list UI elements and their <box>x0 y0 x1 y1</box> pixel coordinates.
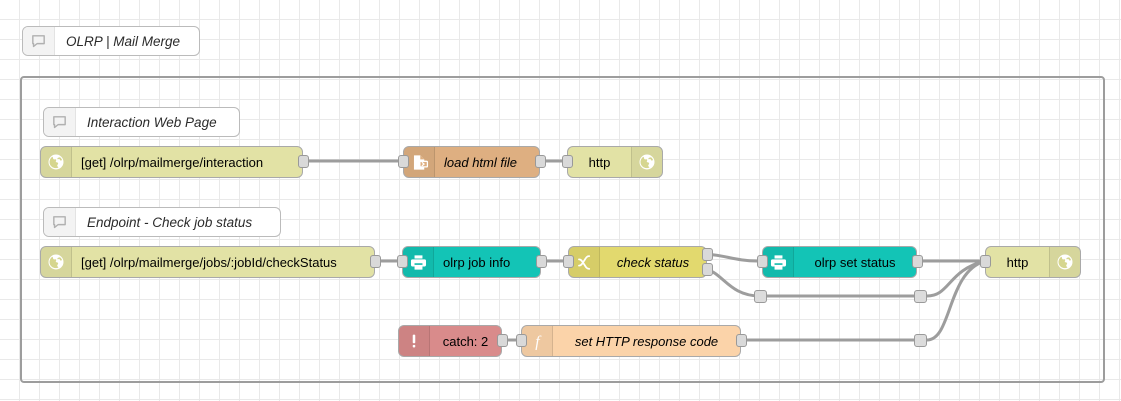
node-http-response-2[interactable]: http <box>985 246 1081 278</box>
node-http-in-checkstatus[interactable]: [get] /olrp/mailmerge/jobs/:jobId/checkS… <box>40 246 375 278</box>
exclamation-icon <box>399 326 430 356</box>
input-port[interactable] <box>398 155 409 168</box>
input-port[interactable] <box>562 155 573 168</box>
node-label: set HTTP response code <box>574 333 719 349</box>
node-olrp-set-status[interactable]: olrp set status <box>762 246 917 278</box>
printer-icon <box>403 247 434 277</box>
wire-junction[interactable] <box>754 290 767 303</box>
comment-label: OLRP | Mail Merge <box>66 33 181 49</box>
input-port[interactable] <box>516 334 527 347</box>
wire-junction[interactable] <box>914 290 927 303</box>
node-label: olrp set status <box>814 254 896 270</box>
globe-icon <box>1049 247 1080 277</box>
template-file-icon <box>404 147 435 177</box>
wire-junction[interactable] <box>914 334 927 347</box>
node-set-http-response-code[interactable]: f set HTTP response code <box>521 325 741 357</box>
node-http-response-1[interactable]: http <box>567 146 663 178</box>
globe-icon <box>631 147 662 177</box>
flow-group-container[interactable] <box>20 76 1105 383</box>
output-port-2[interactable] <box>702 263 713 276</box>
comment-icon <box>44 208 76 236</box>
node-label: load html file <box>444 154 517 170</box>
node-label: olrp job info <box>443 254 511 270</box>
output-port-1[interactable] <box>702 248 713 261</box>
function-f-icon: f <box>522 326 553 356</box>
node-label: http <box>1006 254 1029 270</box>
comment-node-interaction-web-page[interactable]: Interaction Web Page <box>43 107 240 137</box>
globe-icon <box>41 147 72 177</box>
node-label: [get] /olrp/mailmerge/jobs/:jobId/checkS… <box>81 254 337 270</box>
node-label: http <box>588 154 611 170</box>
node-check-status[interactable]: check status <box>568 246 707 278</box>
comment-node-endpoint-check-job-status[interactable]: Endpoint - Check job status <box>43 207 281 237</box>
node-label: [get] /olrp/mailmerge/interaction <box>81 154 264 170</box>
input-port[interactable] <box>397 255 408 268</box>
node-http-in-interaction[interactable]: [get] /olrp/mailmerge/interaction <box>40 146 303 178</box>
comment-label: Interaction Web Page <box>87 114 217 130</box>
switch-fork-icon <box>569 247 600 277</box>
output-port[interactable] <box>370 255 381 268</box>
output-port[interactable] <box>535 155 546 168</box>
node-load-html-file[interactable]: load html file <box>403 146 540 178</box>
output-port[interactable] <box>912 255 923 268</box>
svg-text:f: f <box>535 333 542 350</box>
output-port[interactable] <box>497 334 508 347</box>
node-label: check status <box>616 254 690 270</box>
output-port[interactable] <box>736 334 747 347</box>
output-port[interactable] <box>298 155 309 168</box>
comment-icon <box>44 108 76 136</box>
comment-icon <box>23 27 55 55</box>
input-port[interactable] <box>980 255 991 268</box>
node-label: catch: 2 <box>442 333 489 349</box>
output-port[interactable] <box>536 255 547 268</box>
node-catch[interactable]: catch: 2 <box>398 325 502 357</box>
comment-node-flow-title[interactable]: OLRP | Mail Merge <box>22 26 200 56</box>
printer-icon <box>763 247 794 277</box>
input-port[interactable] <box>563 255 574 268</box>
input-port[interactable] <box>757 255 768 268</box>
comment-label: Endpoint - Check job status <box>87 214 253 230</box>
globe-icon <box>41 247 72 277</box>
node-olrp-job-info[interactable]: olrp job info <box>402 246 541 278</box>
